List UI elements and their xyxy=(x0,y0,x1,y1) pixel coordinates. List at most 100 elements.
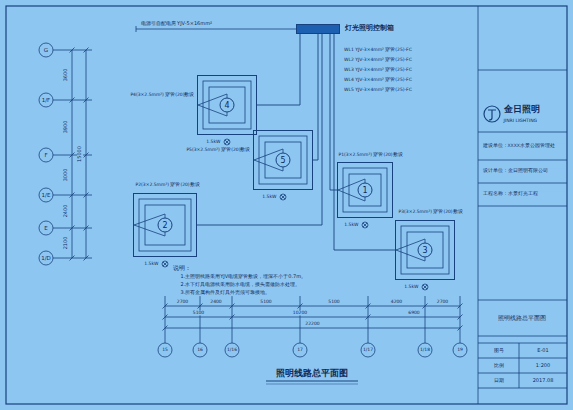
feeder-cable-label: WL3 YJV-3×4mm² 穿管(25)-FC xyxy=(344,67,412,72)
pool-number: 2 xyxy=(158,218,173,233)
dimension-tick xyxy=(366,315,371,320)
axis-extension xyxy=(200,296,201,343)
feeder-cable xyxy=(257,34,300,105)
company-logo-text: 金日照明 xyxy=(503,104,540,114)
dimension: 3000 xyxy=(63,168,69,182)
title-block-field: 工程名称：水景灯光工程 xyxy=(482,191,565,196)
title-block-cell: 日期 xyxy=(494,378,505,384)
branch-cable-label: P5(3×2.5mm²) 穿管(20)敷设 xyxy=(186,147,251,152)
dimension: 2100 xyxy=(63,236,69,250)
dimension: 2700 xyxy=(176,299,188,304)
axis-bubble xyxy=(39,221,53,235)
axis-label: E xyxy=(44,225,48,231)
axis-bubble xyxy=(39,148,53,162)
dimension-tick xyxy=(298,304,303,309)
lamp-symbol xyxy=(224,139,230,145)
lamp-power: 1.5kW xyxy=(344,222,359,227)
title-block-line xyxy=(478,160,567,161)
axis-extension xyxy=(368,296,369,343)
dimension-tick xyxy=(84,226,89,231)
pool-lighting-area: 2 xyxy=(133,193,197,257)
axis-label: 1/18 xyxy=(419,347,430,352)
axis-label: 16 xyxy=(197,347,204,352)
dimension-line xyxy=(86,50,87,258)
logo-mark xyxy=(484,106,500,122)
axis-label: 1/17 xyxy=(362,347,373,352)
dimension-tick xyxy=(70,98,75,103)
dimension-tick xyxy=(84,256,89,261)
feeder-cable-label: WL5 YJV-3×4mm² 穿管(25)-FC xyxy=(344,87,412,92)
lamp-symbol xyxy=(422,284,428,290)
pool-wall xyxy=(401,226,449,274)
pool-number: 3 xyxy=(418,243,433,258)
title-block-line xyxy=(519,343,520,388)
title-block-cell: 比例 xyxy=(494,363,505,369)
dimension-tick xyxy=(458,304,463,309)
dimension-tick xyxy=(70,48,75,53)
feeder-cable xyxy=(330,34,337,190)
axis-bubble xyxy=(39,188,53,202)
dimension-tick xyxy=(163,304,168,309)
title-block-line xyxy=(478,300,567,301)
dimension: 4200 xyxy=(390,299,402,304)
pool-wall xyxy=(145,205,185,245)
lamp-symbol xyxy=(363,223,367,227)
axis-bubble xyxy=(39,93,53,107)
supply-wire-end xyxy=(136,26,137,32)
axis-bubble xyxy=(39,43,53,57)
dimension-tick xyxy=(84,48,89,53)
axis-label: 15 xyxy=(162,347,169,352)
dimension-total: 22200 xyxy=(305,321,320,326)
pool-lighting-area: 3 xyxy=(395,220,455,280)
lamp-symbol xyxy=(362,222,368,228)
dimension-total: 15000 xyxy=(77,146,83,163)
supply-cable-label: 电源引自配电房 YJV-5×16mm² xyxy=(140,21,213,27)
dimension-tick xyxy=(70,153,75,158)
pool-wall xyxy=(209,87,245,123)
axis-bubble xyxy=(418,343,432,357)
branch-cable-label: P3(3×2.5mm²) 穿管(20)敷设 xyxy=(398,209,463,214)
dimension-tick xyxy=(70,193,75,198)
axis-label: 1/16 xyxy=(226,347,237,352)
axis-extension xyxy=(425,296,426,343)
axis-extension xyxy=(300,296,301,343)
feeder-cable xyxy=(334,34,395,250)
axis-extension xyxy=(232,296,233,343)
axis-extension xyxy=(460,296,461,343)
title-block-line xyxy=(478,336,567,337)
axis-extension xyxy=(165,296,166,343)
dimension: 3600 xyxy=(63,68,69,82)
title-block-line xyxy=(478,132,567,133)
title-underline xyxy=(266,380,358,381)
note: 3.所有金属构件及灯具外壳须可靠接地。 xyxy=(180,290,271,296)
lamp-symbol xyxy=(225,140,229,144)
title-block-field: 建设单位：XXXX水景公园管理处 xyxy=(482,143,565,148)
lamp-symbol xyxy=(281,195,285,199)
dimension-tick xyxy=(163,315,168,320)
dimension: 2700 xyxy=(436,299,448,304)
lamp-power: 1.5kW xyxy=(262,194,277,199)
lamp-power: 1.5kW xyxy=(144,261,159,266)
feeder-cable xyxy=(313,34,318,160)
dimension: 5100 xyxy=(260,299,272,304)
supply-wire xyxy=(136,29,296,30)
axis-label: 19 xyxy=(457,347,464,352)
title-block-line xyxy=(478,388,567,389)
axis-label: 1/E xyxy=(41,192,51,198)
dimension-tick xyxy=(198,304,203,309)
pool-number: 5 xyxy=(276,153,291,168)
lamp-symbol xyxy=(162,261,168,267)
dimension: 5100 xyxy=(328,299,340,304)
pool-wall xyxy=(139,199,191,251)
dimension-tick xyxy=(230,304,235,309)
title-block-cell: 1:200 xyxy=(535,363,550,369)
note: 2.水下灯具电源线采用防水电缆，接头需做防水处理。 xyxy=(180,282,301,288)
dimension: 2400 xyxy=(210,299,222,304)
dimension-tick xyxy=(163,326,168,331)
title-block-line xyxy=(478,183,567,184)
pool-lighting-area: 1 xyxy=(337,162,393,218)
title-block-field: 设计单位：金日照明有限公司 xyxy=(482,168,565,173)
lamp-power: 1.5kW xyxy=(206,139,221,144)
